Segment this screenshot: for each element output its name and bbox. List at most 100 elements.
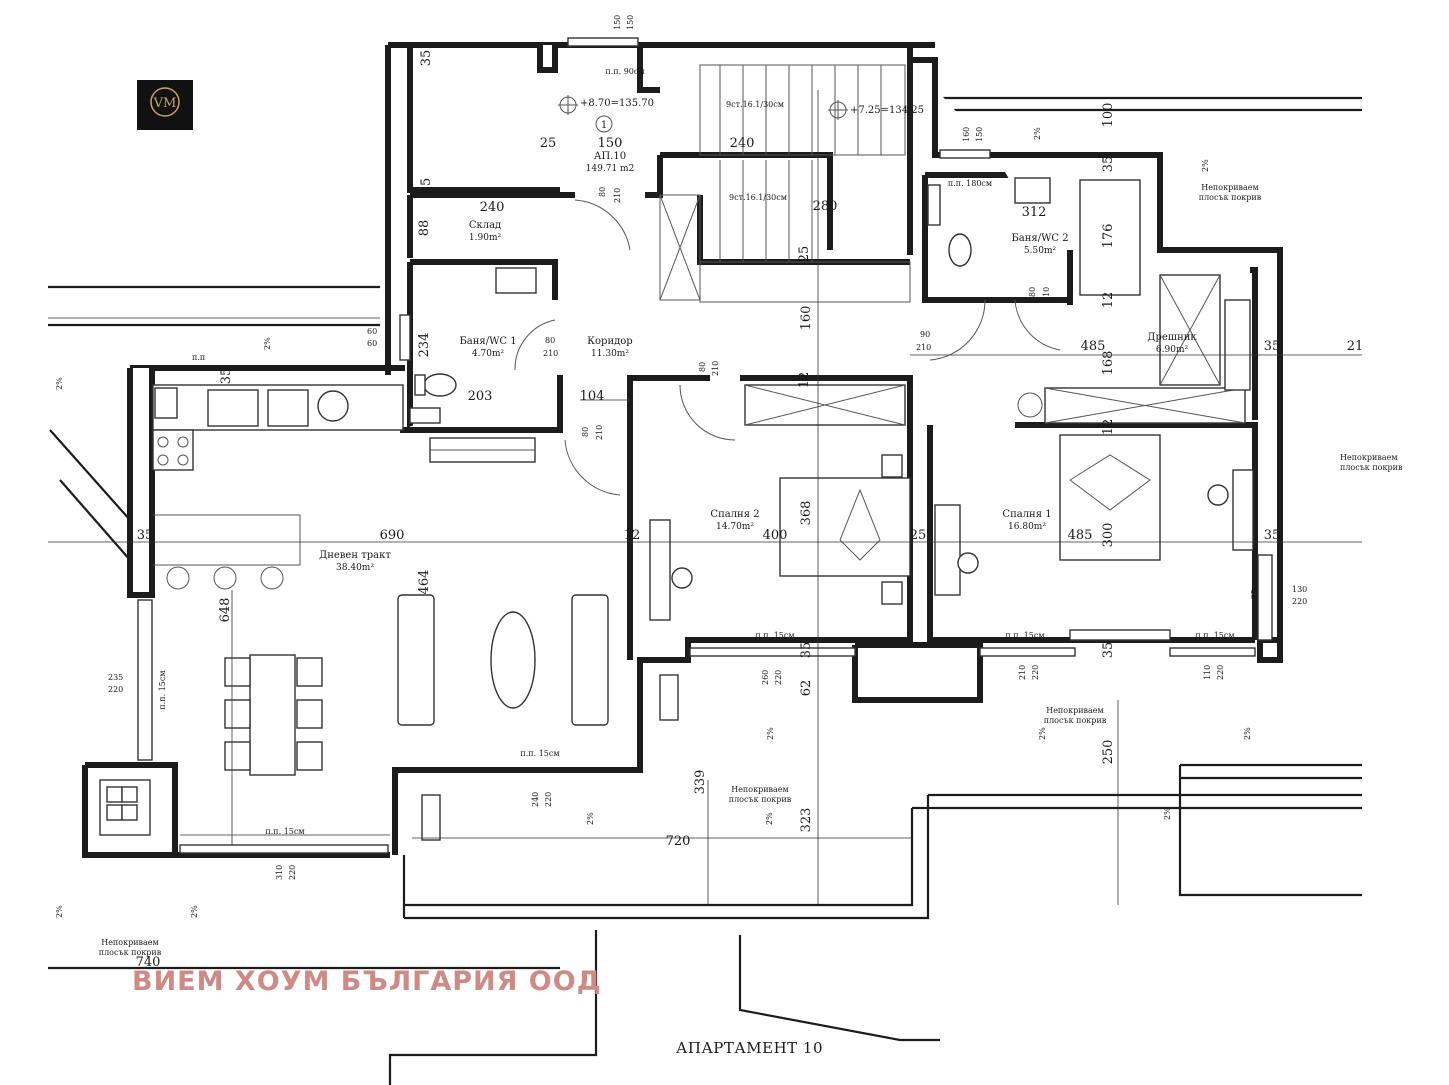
dim-740: 740 (136, 955, 161, 970)
dim-35-kitchen: 35 (219, 368, 234, 385)
win-h-1: 150 (626, 15, 635, 30)
door-w-6: 90 (920, 330, 930, 339)
door-h-1: 210 (613, 188, 622, 203)
wardrobes (744, 274, 1251, 426)
dim-368: 368 (799, 501, 814, 526)
dim-35-right: 35 (1264, 339, 1281, 354)
plan-title: АПАРТАМЕНТ 10 (676, 1039, 824, 1057)
win-w-6: 240 (531, 792, 540, 807)
dim-339: 339 (693, 770, 708, 795)
slope-2: 2% (1201, 159, 1210, 172)
dimension-lines (48, 90, 1362, 905)
roof-note-2a: Непокриваем (1340, 453, 1398, 462)
room-area-bed1: 16.80m² (1008, 522, 1046, 532)
room-area-bath1: 4.70m² (472, 349, 505, 359)
room-name-sklad: Склад (469, 220, 501, 231)
dim-300: 300 (1101, 523, 1116, 548)
sill-180: п.п. 180см (948, 179, 992, 188)
win-h-2: 150 (975, 127, 984, 142)
apartment-label: АП.10 (594, 151, 626, 162)
apartment-area: 149.71 m2 (586, 164, 635, 174)
dim-168: 168 (1101, 351, 1116, 376)
dim-464: 464 (417, 570, 432, 595)
win-w-2: 160 (962, 127, 971, 142)
slope-4: 2% (55, 377, 64, 390)
win-h-3: 60 (367, 339, 377, 348)
room-name-bath1: Баня/WC 1 (459, 336, 516, 347)
roof-note-5b: плосък покрив (99, 948, 162, 957)
slope-5: 2% (766, 727, 775, 740)
roof-notes: Непокриваем плосък покрив Непокриваем пл… (99, 183, 1403, 957)
room-name-living: Дневен тракт (319, 550, 391, 561)
win-h-8: 220 (1031, 665, 1040, 680)
dim-250: 250 (1101, 740, 1116, 765)
sill-15-bed2: п.п. 15см (755, 631, 794, 640)
room-name-bath2: Баня/WC 2 (1011, 233, 1068, 244)
window-labels: 150 150 160 150 60 60 235 220 310 220 24… (108, 15, 1307, 880)
dim-12-bed2: 12 (797, 372, 812, 389)
win-w-4: 235 (108, 673, 123, 682)
dim-720: 720 (666, 834, 691, 849)
roof-note-4b: плосък покрив (729, 795, 792, 804)
dim-240-store: 240 (480, 200, 505, 215)
staircase (659, 64, 911, 303)
dim-21: 21 (1347, 339, 1364, 354)
sofas (397, 594, 609, 726)
dim-35-store: 35 (419, 178, 434, 195)
roof-note-5a: Непокриваем (101, 938, 159, 947)
door-h-4: 210 (711, 361, 720, 376)
slope-10: 2% (1163, 807, 1172, 820)
dim-35-left: 35 (137, 528, 154, 543)
slope-7: 2% (1243, 727, 1252, 740)
dim-88: 88 (417, 220, 432, 237)
dim-35-bath2: 35 (1101, 156, 1116, 173)
kitchen-counter (152, 384, 404, 590)
dim-62: 62 (799, 680, 814, 697)
dim-150: 150 (598, 136, 623, 151)
slope-12: 2% (190, 905, 199, 918)
roof-note-1b: плосък покрив (1199, 193, 1262, 202)
dim-12-bath2: 12 (1101, 292, 1116, 309)
roof-note-3b: плосък покрив (1044, 716, 1107, 725)
room-name-corridor: Коридор (587, 336, 632, 347)
win-w-3: 60 (367, 327, 377, 336)
dim-312: 312 (1022, 205, 1047, 220)
stairs-bottom-label: 9ст.16.1/30см (729, 193, 787, 202)
win-w-1: 150 (613, 15, 622, 30)
dim-35-bottom2: 35 (1101, 642, 1116, 659)
dim-104: 104 (580, 389, 605, 404)
dining-table (224, 654, 323, 776)
dim-485-bed: 485 (1068, 528, 1093, 543)
sill-90: п.п. 90см (605, 67, 644, 76)
sill-15-bed1-right: п.п. 15см (1195, 631, 1234, 640)
door-h-6: 210 (916, 343, 931, 352)
door-swings (514, 199, 1061, 496)
door-h-2: 210 (543, 349, 558, 358)
dim-240-stair: 240 (730, 136, 755, 151)
stove (99, 674, 679, 841)
roof-note-4a: Непокриваем (731, 785, 789, 794)
room-area-sklad: 1.90m² (469, 233, 502, 243)
dim-12-left: 12 (624, 528, 641, 543)
win-w-10: 130 (1292, 585, 1307, 594)
room-area-living: 38.40m² (336, 563, 374, 573)
dim-35-right2: 35 (1264, 528, 1281, 543)
bathroom-fixtures (409, 177, 1141, 424)
win-h-9: 220 (1216, 665, 1225, 680)
win-w-7: 260 (761, 670, 770, 685)
dim-25-stair: 25 (797, 246, 812, 263)
room-area-bed2: 14.70m² (716, 522, 754, 532)
desks (649, 469, 1254, 621)
slope-11: 2% (55, 905, 64, 918)
dimension-labels: 150 240 240 280 25 25 25 35 35 35 35 35 … (136, 50, 1364, 970)
door-w-1: 80 (598, 187, 607, 197)
svg-text:VM: VM (153, 96, 177, 111)
slope-9: 2% (765, 812, 774, 825)
win-h-7: 220 (774, 670, 783, 685)
slope-8: 2% (586, 812, 595, 825)
slope-labels: 2% 2% 2% 2% 2% 2% 2% 2% 2% 2% 2% 2% (55, 127, 1252, 918)
win-w-5: 310 (275, 865, 284, 880)
dim-323: 323 (799, 808, 814, 833)
door-w-3: 80 (581, 427, 590, 437)
